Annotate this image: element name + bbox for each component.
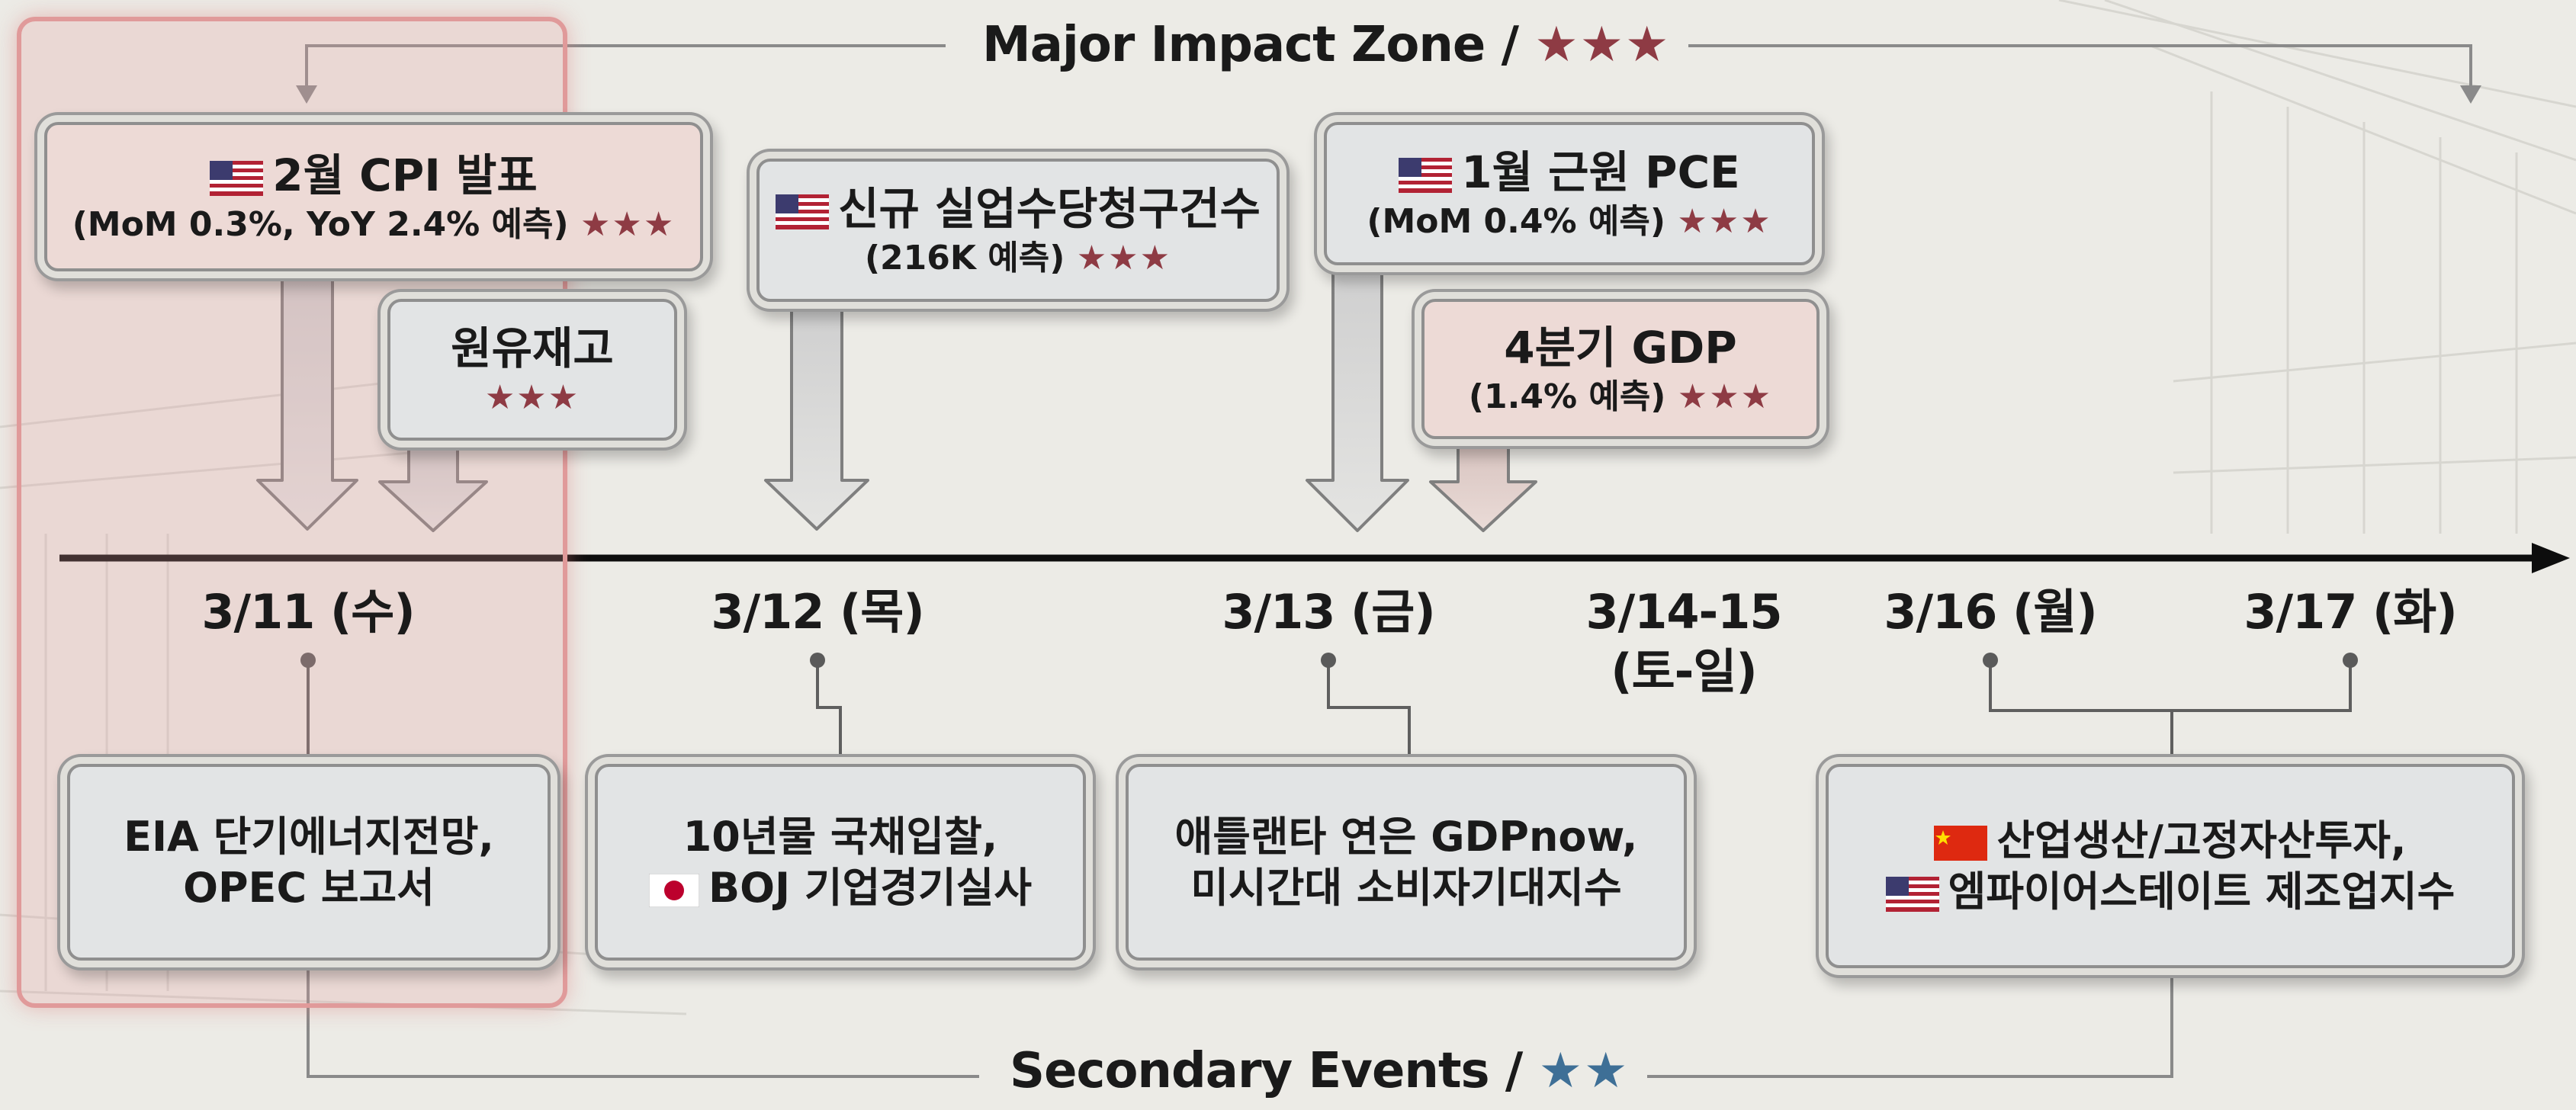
timeline-arrowhead — [2532, 543, 2570, 573]
secondary-0312-line2: BOJ 기업경기실사 — [708, 864, 1033, 912]
secondary-zone-label: Secondary Events / — [1010, 1043, 1523, 1099]
event-box-jobless-claims: 신규 실업수당청구건수 (216K 예측) ★★★ — [756, 159, 1280, 302]
gdp-detail: (1.4% 예측) — [1468, 377, 1666, 416]
claims-stars: ★★★ — [1076, 238, 1172, 278]
gdp-title: 4분기 GDP — [1504, 322, 1737, 374]
arrow-oil — [378, 442, 488, 532]
secondary-box-0312: 10년물 국채입찰, BOJ 기업경기실사 — [595, 764, 1086, 961]
date-label-0311: 3/11 (수) — [201, 584, 415, 640]
date-label-0316: 3/16 (월) — [1884, 584, 2097, 640]
event-box-q4-gdp: 4분기 GDP (1.4% 예측) ★★★ — [1421, 299, 1820, 439]
secondary-box-0311: EIA 단기에너지전망, OPEC 보고서 — [67, 764, 551, 961]
us-flag-icon — [776, 194, 830, 230]
major-zone-stars: ★★★ — [1534, 17, 1671, 73]
secondary-zone-stars: ★★ — [1538, 1043, 1630, 1099]
date-label-0312: 3/12 (목) — [711, 584, 924, 640]
date-label-0314-15: 3/14-15 (토-일) — [1585, 584, 1782, 699]
event-box-core-pce: 1월 근원 PCE (MoM 0.4% 예측) ★★★ — [1324, 122, 1815, 265]
cpi-stars: ★★★ — [580, 204, 676, 244]
us-flag-icon — [210, 161, 264, 197]
date-label-0313: 3/13 (금) — [1222, 584, 1435, 640]
jp-flag-icon — [648, 874, 699, 908]
bracket-arrow-right — [2460, 85, 2481, 104]
major-zone-label: Major Impact Zone / — [982, 17, 1519, 73]
pce-title: 1월 근원 PCE — [1461, 146, 1740, 199]
secondary-0313-line2: 미시간대 소비자기대지수 — [1190, 864, 1622, 912]
oil-title: 원유재고 — [451, 322, 614, 375]
us-flag-icon — [1885, 877, 1939, 913]
bracket-arrow-left — [296, 85, 317, 104]
date-connectors — [307, 660, 2352, 759]
cpi-detail: (MoM 0.3%, YoY 2.4% 예측) — [72, 204, 569, 244]
claims-detail: (216K 예측) — [864, 238, 1065, 278]
secondary-box-0316-17: 산업생산/고정자산투자, 엠파이어스테이트 제조업지수 — [1826, 764, 2515, 968]
secondary-0316-line1: 산업생산/고정자산투자, — [1996, 816, 2407, 865]
gdp-stars: ★★★ — [1677, 377, 1773, 416]
secondary-0312-line1: 10년물 국채입찰, — [683, 812, 998, 861]
arrow-cpi — [256, 273, 358, 531]
pce-detail: (MoM 0.4% 예측) — [1367, 201, 1665, 241]
claims-title: 신규 실업수당청구건수 — [838, 183, 1261, 236]
major-impact-zone-title: Major Impact Zone / ★★★ — [964, 17, 1689, 73]
date-dots — [300, 653, 2358, 668]
us-flag-icon — [1399, 158, 1453, 194]
secondary-0313-line1: 애틀랜타 연은 GDPnow, — [1174, 812, 1638, 861]
secondary-0316-line2: 엠파이어스테이트 제조업지수 — [1948, 868, 2456, 916]
cpi-title: 2월 CPI 발표 — [272, 149, 538, 202]
event-box-oil-inventory: 원유재고 ★★★ — [387, 299, 677, 441]
major-zone-bracket — [305, 44, 2472, 93]
event-box-cpi: 2월 CPI 발표 (MoM 0.3%, YoY 2.4% 예측) ★★★ — [44, 122, 703, 271]
oil-stars: ★★★ — [484, 377, 580, 417]
arrow-gdp — [1429, 442, 1537, 532]
arrow-claims — [764, 303, 869, 531]
date-label-0317: 3/17 (화) — [2244, 584, 2457, 640]
cn-flag-icon — [1934, 825, 1988, 861]
secondary-zone-bracket — [307, 962, 2173, 1078]
secondary-0311-line1: EIA 단기에너지전망, — [124, 812, 494, 861]
secondary-box-0313: 애틀랜타 연은 GDPnow, 미시간대 소비자기대지수 — [1126, 764, 1687, 961]
pce-stars: ★★★ — [1677, 201, 1772, 241]
secondary-0311-line2: OPEC 보고서 — [183, 864, 435, 912]
secondary-events-title: Secondary Events / ★★ — [991, 1043, 1648, 1099]
arrow-pce — [1306, 267, 1409, 532]
event-down-arrows — [256, 267, 1537, 532]
